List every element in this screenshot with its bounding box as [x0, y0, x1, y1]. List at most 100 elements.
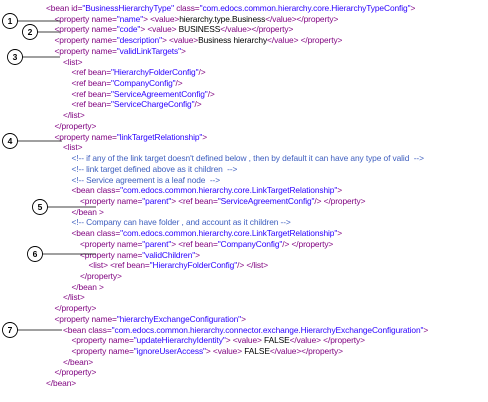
svg-text:4: 4 [8, 136, 13, 146]
xml-text: Business hierarchy [198, 35, 268, 46]
xml-attribute: name= [91, 35, 117, 46]
xml-attribute: name= [116, 249, 143, 260]
code-line: <list> [63, 142, 83, 153]
callout-2: 2 [22, 24, 60, 40]
xml-attribute: name= [108, 335, 134, 346]
xml-comment: <!-- Service agreement is a leaf node --… [71, 174, 221, 185]
xml-tag: > [423, 324, 429, 335]
xml-tag: > <value> [205, 346, 243, 357]
code-line: <bean class="com.edocs.common.hierarchy.… [72, 228, 343, 238]
code-line: </list> [63, 110, 85, 120]
xml-value: "com.edocs.common.hierarchy.core.Hierarc… [199, 3, 411, 13]
xml-tag: <ref [71, 99, 88, 110]
xml-tag: > <value> [140, 24, 177, 35]
xml-tag: /> </list> [237, 260, 268, 271]
code-line: <ref bean="HierarchyFolderConfig"/> [72, 67, 206, 77]
code-line: <property name="parent"> <ref bean="Serv… [80, 196, 365, 206]
xml-comment: <!-- link target defined above as it chi… [71, 163, 238, 174]
callout-6: 6 [27, 246, 96, 262]
code-line: <!-- link target defined above as it chi… [72, 164, 238, 174]
xml-tag: <property [54, 24, 92, 35]
callout-5: 5 [32, 199, 96, 215]
xml-attribute: bean= [88, 78, 112, 89]
xml-tag: </property> [54, 303, 97, 314]
xml-tag: > [241, 313, 246, 324]
xml-tag: > <ref [171, 238, 195, 249]
xml-value: "com.edocs.common.hierarchy.core.LinkTar… [120, 228, 338, 239]
code-line: </property> [55, 303, 97, 313]
code-line: <ref bean="ServiceChargeConfig"/> [72, 99, 202, 109]
xml-value: "BusinessHierarchyType" [82, 3, 174, 13]
xml-tag: <ref [71, 67, 88, 78]
code-line: <property name="validLinkTargets"> [55, 46, 186, 56]
xml-tag: <property [80, 249, 117, 260]
xml-value: "com.edocs.common.hierarchy.connector.ex… [111, 324, 424, 335]
xml-tag: </bean> [46, 378, 77, 389]
xml-value: "HierarchyFolderConfig" [111, 67, 199, 78]
xml-text: BUSINESS [176, 24, 221, 35]
xml-tag: <bean [71, 228, 97, 239]
xml-tag: </value> </property> [267, 35, 343, 46]
code-line: <bean id="BusinessHierarchyType" class="… [46, 3, 415, 13]
xml-attribute: name= [116, 238, 143, 249]
xml-tag: </bean> [63, 356, 94, 367]
xml-attribute: bean= [194, 238, 218, 249]
xml-value: "ignoreUserAccess" [133, 346, 206, 357]
code-line: <property name="ignoreUserAccess"> <valu… [72, 346, 343, 356]
xml-attribute: name= [91, 45, 117, 56]
xml-tag: </value></property> [220, 24, 294, 35]
xml-attribute: id= [71, 3, 83, 13]
xml-attribute: class= [96, 185, 121, 196]
code-line: </bean> [63, 357, 93, 367]
xml-value: "parent" [142, 238, 172, 249]
svg-text:5: 5 [38, 202, 43, 212]
xml-tag: > [337, 228, 343, 239]
xml-tag: <list> [63, 142, 83, 153]
xml-tag: <property [80, 195, 117, 206]
xml-tag: <property [54, 35, 92, 46]
xml-value: "CompanyConfig" [217, 238, 283, 249]
xml-attribute: class= [96, 228, 121, 239]
xml-comment: <!-- Company can have folder , and accou… [71, 217, 291, 228]
code-line: <property name="updateHierarchyIdentity"… [71, 335, 366, 346]
xml-tag: /> [207, 88, 215, 99]
xml-text: FALSE [261, 335, 290, 346]
code-line: <property name="linkTargetRelationship"> [55, 132, 208, 142]
xml-tag: <property [71, 346, 109, 357]
code-line: </bean> [46, 378, 76, 388]
xml-attribute: name= [91, 131, 117, 142]
xml-attribute: bean= [88, 99, 112, 110]
xml-attribute: name= [116, 195, 143, 206]
code-line: <!-- Service agreement is a leaf node --… [72, 175, 221, 185]
xml-tag: </property> [54, 120, 97, 131]
xml-tag: > [410, 3, 416, 13]
xml-value: "ServiceAgreementConfig" [217, 195, 315, 206]
xml-tag: > [337, 185, 343, 196]
code-line: </bean > [72, 207, 104, 217]
xml-tag: > <value> [143, 13, 180, 24]
xml-tag: </bean > [71, 281, 104, 292]
xml-value: "ServiceChargeConfig" [111, 99, 195, 110]
xml-tag: > [202, 131, 208, 142]
xml-tag: <property [71, 335, 109, 346]
xml-tag: > <ref [171, 195, 195, 206]
xml-attribute: name= [91, 13, 117, 24]
xml-tag: > [181, 45, 186, 56]
svg-text:3: 3 [13, 52, 18, 62]
xml-comment: <!-- if any of the link target doesn't d… [71, 153, 424, 164]
code-line: <property name="validChildren"> [80, 250, 200, 260]
svg-text:1: 1 [8, 16, 13, 26]
callout-1: 1 [2, 13, 60, 29]
code-line: <property name="hierarchyExchangeConfigu… [55, 314, 246, 324]
xml-tag: <ref [71, 78, 88, 89]
xml-tag: <bean [63, 324, 89, 335]
xml-tag: > <value> [161, 35, 199, 46]
code-line: </property> [80, 271, 122, 281]
xml-attribute: bean= [88, 88, 112, 99]
xml-attribute: name= [91, 24, 117, 35]
xml-tag: <property [54, 13, 92, 24]
xml-tag: /> </property> [314, 195, 366, 206]
code-line: <property name="parent"> <ref bean="Comp… [80, 239, 333, 249]
xml-tag: > [195, 249, 200, 260]
